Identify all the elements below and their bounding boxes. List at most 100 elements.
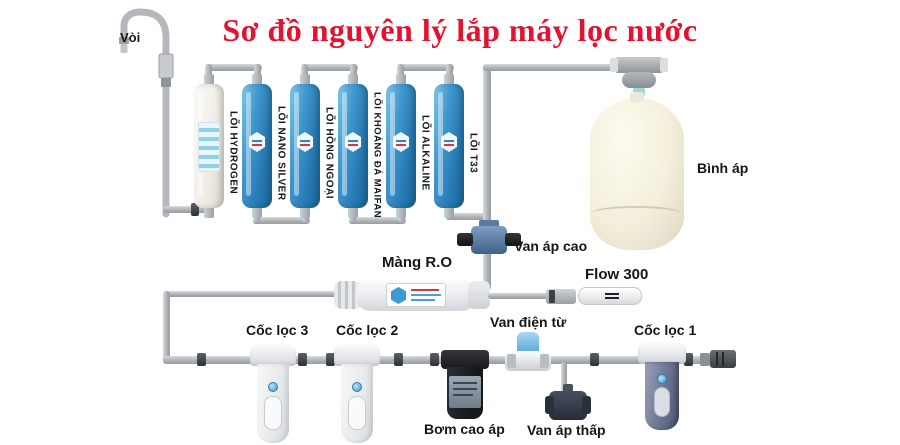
- tank-valve-icon: [610, 56, 668, 100]
- cart6-top-nipple: [444, 74, 454, 86]
- fitting: [191, 203, 199, 216]
- filter-cup-1-cap: [638, 342, 686, 364]
- lpv-stem: [563, 384, 573, 393]
- cart5-bottom-nipple: [396, 206, 406, 218]
- cart4-bottom-nipple: [348, 206, 358, 218]
- cup-logo: [657, 374, 667, 384]
- cartridge-hydrogen: [194, 84, 224, 208]
- solenoid-nut-left: [507, 354, 516, 368]
- solenoid-body: [505, 351, 551, 371]
- filter-cup-2-label: Cốc lọc 2: [336, 322, 399, 338]
- cartridge-highlight: [438, 92, 443, 196]
- pipe-u-cart2-cart3: [253, 217, 310, 224]
- cartridge-alkaline: [386, 84, 416, 208]
- tank-neck: [630, 92, 644, 102]
- pipe-stub: [205, 64, 212, 79]
- fitting: [430, 353, 439, 366]
- pipe-bridge-cart1-cart2: [205, 64, 262, 71]
- flow-300-sticker: [605, 293, 619, 295]
- valve-knob-left: [457, 233, 473, 246]
- low-pressure-valve-label: Van áp thấp: [527, 422, 606, 438]
- valve-top-ridge: [479, 220, 499, 228]
- inlet-fitting-body: [710, 350, 736, 368]
- page-title: Sơ đồ nguyên lý lắp máy lọc nước: [222, 12, 698, 48]
- cartridge-t33-label: LÕI T33: [467, 132, 479, 174]
- pipe-ro-left: [168, 291, 348, 297]
- pipe-u-cart4-cart5: [349, 217, 406, 224]
- valve-body: [471, 226, 507, 254]
- pipe-top-to-tank: [483, 64, 623, 71]
- cart1-bottom-nipple: [204, 206, 214, 218]
- cartridge-hex-sticker: [441, 132, 457, 152]
- filter-cup-2-body: [341, 364, 373, 443]
- fitting: [394, 353, 403, 366]
- pump-cap: [441, 350, 489, 369]
- pipe-stub: [301, 64, 308, 79]
- cart6-bottom-nipple: [444, 206, 454, 218]
- filter-cup-3-body: [257, 364, 289, 443]
- pipe-main-riser: [483, 64, 491, 290]
- cartridge-hong-ngoai: [290, 84, 320, 208]
- flow-connector: [546, 289, 576, 304]
- valve-knob-right: [505, 233, 521, 246]
- cart5-top-nipple: [396, 74, 406, 86]
- pipe-cart6-to-riser: [446, 213, 490, 220]
- lpv-lobe-right: [582, 396, 591, 414]
- cart4-top-nipple: [348, 74, 358, 86]
- filter-cup-1-label: Cốc lọc 1: [634, 322, 697, 338]
- flow-connector-ring: [549, 290, 555, 303]
- filter-cup-1-body: [645, 362, 679, 430]
- ro-membrane-housing: [334, 279, 490, 311]
- cartridge-khoang-da-maifan-label: LÕI KHOÁNG ĐÁ MAIFAN: [371, 91, 383, 219]
- tank-valve-cap: [622, 72, 656, 88]
- flow-300-tube: [578, 287, 642, 305]
- high-pressure-valve-icon: [455, 220, 521, 256]
- filter-cup-3-cap: [250, 344, 296, 366]
- tank-valve-endcap: [660, 58, 668, 72]
- cartridge-hex-sticker: [393, 132, 409, 152]
- tank-seam: [592, 206, 680, 220]
- flow-300-sticker: [605, 297, 619, 299]
- cartridge-label-sticker: [198, 122, 220, 172]
- fitting: [298, 353, 307, 366]
- pipe-bridge-cart3-cart4: [301, 64, 358, 71]
- cartridge-alkaline-label: LÕI ALKALINE: [419, 115, 431, 191]
- cartridge-highlight: [246, 92, 251, 196]
- low-pressure-valve-icon: [545, 384, 591, 420]
- cartridge-t33: [434, 84, 464, 208]
- solenoid-nut-right: [540, 354, 549, 368]
- solenoid-valve-icon: [505, 332, 551, 372]
- fitting: [197, 353, 206, 366]
- high-pressure-valve-label: Van áp cao: [514, 238, 588, 254]
- cartridge-hex-sticker: [297, 132, 313, 152]
- fitting: [590, 353, 599, 366]
- faucet-icon: [119, 8, 174, 218]
- cup-logo: [352, 382, 362, 392]
- fitting: [326, 353, 335, 366]
- pressure-tank: [590, 92, 684, 250]
- lpv-body: [549, 391, 587, 420]
- high-pressure-pump-icon: [441, 350, 489, 419]
- cart2-bottom-nipple: [252, 206, 262, 218]
- cartridge-nano-silver-label: LÕI NANO SILVER: [275, 105, 287, 201]
- solenoid-valve-label: Van điện từ: [490, 314, 567, 330]
- pipe-left-drop: [163, 291, 170, 361]
- cartridge-hex-sticker: [345, 132, 361, 152]
- cart1-top-nipple: [204, 74, 214, 86]
- solenoid-cap: [517, 332, 539, 353]
- filter-cup-2-cap: [334, 344, 380, 366]
- pipe-stub: [397, 64, 404, 79]
- pipe-ro-to-flow: [488, 293, 548, 299]
- cup-window: [348, 396, 366, 430]
- pipe-stub: [446, 64, 453, 79]
- cartridge-hong-ngoai-label: LÕI HỒNG NGOẠI: [323, 107, 335, 199]
- faucet-label: Vòi: [120, 30, 141, 45]
- filter-cup-3-label: Cốc lọc 3: [246, 322, 309, 338]
- cartridge-hex-sticker: [249, 132, 265, 152]
- flow-300-label: Flow 300: [585, 266, 649, 283]
- cartridge-khoang-da-maifan: [338, 84, 368, 208]
- tank-valve-endcap: [610, 58, 618, 72]
- cup-window: [264, 396, 282, 430]
- ro-sticker: [386, 283, 446, 307]
